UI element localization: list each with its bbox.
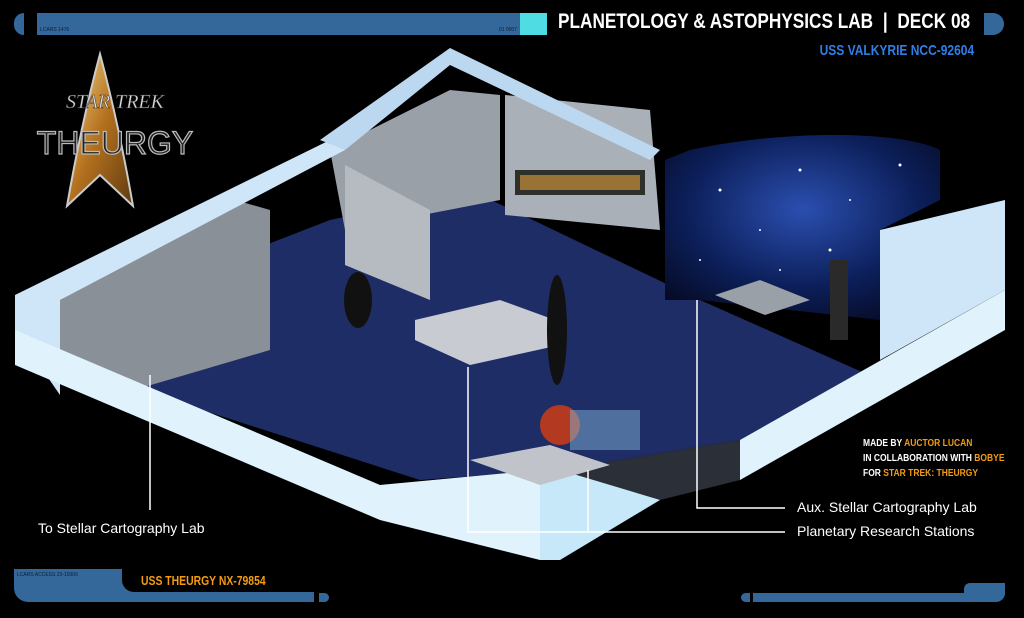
lab-name: PLANETOLOGY & ASTOPHYSICS LAB <box>558 10 874 33</box>
footer-left-cap <box>319 593 329 602</box>
credits-author: AUCTOR LUCAN <box>904 438 973 449</box>
header-bar: LCARS 1476 01 0007 <box>37 13 520 35</box>
footer-right-cap <box>741 593 750 602</box>
title-separator: | <box>882 10 888 33</box>
central-console <box>415 300 560 365</box>
callout-lines <box>149 300 785 533</box>
stars <box>699 163 902 271</box>
footer-access-code: LCARS ACCESS 23-15006 <box>17 572 78 578</box>
ship-name: USS VALKYRIE NCC-92604 <box>819 42 975 59</box>
callout-planetary-research: Planetary Research Stations <box>797 523 975 539</box>
logo-line1: STAR TREK <box>66 91 166 113</box>
officer-seated <box>344 272 372 328</box>
credits-collaborator: BOBYE <box>974 453 1005 464</box>
outer-wall-front-left <box>15 330 380 520</box>
callout-to-stellar-cartography: To Stellar Cartography Lab <box>38 520 205 536</box>
credits-for: FOR <box>863 468 881 479</box>
console-bank-back <box>505 95 660 230</box>
delta-insignia <box>65 50 135 209</box>
header-left-cap <box>14 13 24 35</box>
outer-wall-back <box>320 48 660 160</box>
front-wall-mid <box>560 440 740 500</box>
interior-wall-left <box>60 200 270 400</box>
outer-wall-right <box>880 200 1005 360</box>
front-block <box>380 470 540 560</box>
credits-made-by: MADE BY <box>863 438 903 449</box>
planetary-research-console <box>470 445 610 485</box>
credits: MADE BY AUCTOR LUCAN IN COLLABORATION WI… <box>863 436 1005 481</box>
deck-number: DECK 08 <box>897 10 971 33</box>
footer-elbow-cutout <box>122 569 314 592</box>
star-trek-theurgy-logo: STAR TREK THEURGY <box>36 50 194 209</box>
footer-bar-right <box>753 593 1005 602</box>
starfield-viewport <box>665 135 940 320</box>
footer-elbow-right <box>964 583 1005 595</box>
header-accent <box>520 13 547 35</box>
bar-code-left: LCARS 1476 <box>40 27 70 33</box>
outer-wall-front-right <box>740 290 1005 480</box>
header-right-cap <box>984 13 1004 35</box>
interior-wall-mid <box>345 165 430 300</box>
footer-ship-name: USS THEURGY NX-79854 <box>141 573 266 588</box>
aux-cartography-console <box>715 280 810 315</box>
bar-code-right: 01 0007 <box>498 27 517 33</box>
logo-line2: THEURGY <box>37 125 193 161</box>
aux-pillar <box>830 260 848 340</box>
credits-collab: IN COLLABORATION WITH <box>863 453 972 464</box>
console-panel-lights <box>520 175 640 190</box>
callout-aux-stellar-cartography: Aux. Stellar Cartography Lab <box>797 499 977 515</box>
page-title: PLANETOLOGY & ASTOPHYSICS LAB | DECK 08 <box>558 10 970 34</box>
hologram-screen <box>570 410 640 450</box>
officer-standing <box>547 275 567 385</box>
credits-project: STAR TREK: THEURGY <box>883 468 979 479</box>
